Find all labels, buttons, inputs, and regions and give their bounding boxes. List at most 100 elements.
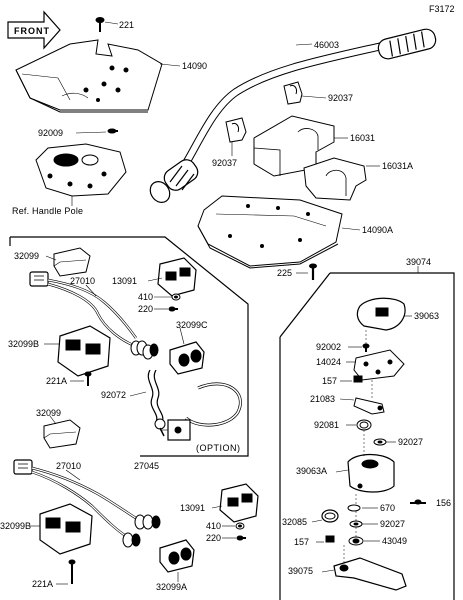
part-label-92072: 92072	[101, 390, 127, 400]
part-label-156: 156	[436, 498, 452, 508]
screw-225-icon	[296, 263, 317, 280]
part-label-32085: 32085	[282, 517, 308, 527]
bracket-16031-icon	[253, 115, 348, 177]
screw-221-icon	[95, 17, 119, 32]
part-label-13091-a: 13091	[112, 276, 138, 286]
wire-harness-27010b-icon	[13, 459, 143, 542]
spring-32085-icon	[311, 509, 339, 523]
part-label-14090a: 14090A	[362, 225, 394, 235]
grommet-32099c-icon	[169, 341, 205, 375]
washer-92027b-icon	[349, 520, 378, 528]
oring-670-icon	[347, 504, 378, 512]
ref-handle-pole-label: Ref. Handle Pole	[12, 206, 84, 216]
part-label-16031: 16031	[350, 133, 376, 143]
part-label-14024: 14024	[316, 357, 342, 367]
part-label-32099-a: 32099	[14, 251, 40, 261]
cover-14090-icon	[15, 39, 181, 113]
lever-21083-icon	[339, 397, 385, 415]
switch-13091-icon	[157, 257, 197, 297]
part-label-27010-a: 27010	[70, 276, 96, 286]
part-label-27045: 27045	[134, 461, 160, 471]
front-arrow-icon	[7, 10, 61, 50]
part-label-13091-b: 13091	[180, 503, 206, 513]
screw-221a-lower-icon	[56, 559, 76, 585]
part-label-410-a: 410	[138, 292, 154, 302]
part-label-225: 225	[277, 268, 293, 278]
part-label-670: 670	[380, 503, 396, 513]
switch-cover-32099-icon	[53, 247, 91, 277]
screw-220-icon	[168, 306, 178, 312]
part-label-221a-a: 221A	[46, 376, 68, 386]
switch-housing-32099b-lower-icon	[30, 503, 93, 555]
part-label-92002: 92002	[316, 342, 342, 352]
spring-92081-icon	[346, 419, 372, 431]
clamp-option-icon	[160, 382, 242, 441]
part-label-221: 221	[119, 20, 135, 30]
part-label-32099c: 32099C	[176, 320, 208, 330]
washer-410-icon	[171, 293, 181, 301]
part-label-92009: 92009	[38, 128, 64, 138]
assembly-guide-lines	[343, 330, 373, 564]
leader-lines-upper	[44, 255, 185, 397]
part-label-32099a: 32099A	[156, 582, 188, 592]
part-label-157-b: 157	[294, 537, 310, 547]
part-label-21083: 21083	[310, 394, 336, 404]
part-label-92027-a: 92027	[398, 437, 424, 447]
bolt-156-icon	[410, 499, 426, 505]
front-label: FRONT	[14, 26, 50, 36]
grommets-lower-icon	[122, 514, 161, 548]
option-label: (OPTION)	[196, 443, 241, 453]
throttle-lever-39063-icon	[356, 297, 412, 331]
part-label-39074: 39074	[406, 257, 432, 267]
part-label-221a-b: 221A	[32, 579, 54, 589]
throttle-kit-frame	[279, 266, 455, 600]
part-label-92037-a: 92037	[328, 93, 354, 103]
lever-39075-icon	[321, 557, 407, 591]
part-label-32099b-b: 32099B	[0, 521, 32, 531]
part-label-92081: 92081	[314, 420, 340, 430]
part-label-43049: 43049	[382, 536, 408, 546]
part-label-32099-b: 32099	[36, 408, 62, 418]
part-label-46003: 46003	[314, 40, 340, 50]
part-label-220-a: 220	[138, 304, 154, 314]
part-label-39063a: 39063A	[296, 466, 328, 476]
switch-cover-32099b-icon	[43, 415, 81, 449]
part-label-27010-b: 27010	[56, 461, 82, 471]
screw-220b-icon	[222, 535, 246, 541]
part-label-157-a: 157	[322, 376, 338, 386]
bracket-16031a-icon	[303, 157, 380, 201]
nut-157-icon	[340, 375, 363, 383]
part-label-220-b: 220	[206, 533, 222, 543]
switch-13091b-icon	[211, 483, 259, 523]
part-label-32099b-a: 32099B	[8, 339, 40, 349]
bushing-43049-icon	[348, 536, 380, 546]
handlebar-46003-icon	[149, 28, 437, 203]
part-label-92037-b: 92037	[212, 158, 238, 168]
handle-pole-plate-icon	[35, 143, 127, 206]
washer-410b-icon	[222, 522, 245, 530]
part-label-410-b: 410	[206, 521, 222, 531]
screw-92002-icon	[348, 343, 370, 352]
clamp-92037-icon	[225, 81, 327, 156]
part-label-92027-b: 92027	[380, 519, 406, 529]
part-label-39063: 39063	[414, 311, 440, 321]
lanyard-92072-icon	[147, 369, 166, 437]
screw-92009-icon	[75, 128, 118, 134]
figure-id: F3172	[429, 4, 455, 14]
washer-92027-icon	[373, 438, 396, 446]
part-label-39075: 39075	[288, 566, 314, 576]
part-label-14090: 14090	[182, 61, 208, 71]
plate-14024-icon	[346, 349, 405, 381]
grommet-32099a-icon	[159, 539, 195, 582]
grommets-icon	[130, 340, 159, 360]
throttle-case-39063a-icon	[335, 453, 395, 493]
wire-harness-27010-icon	[29, 271, 141, 350]
switch-kit-frame	[9, 236, 249, 457]
screw-221a-icon	[70, 371, 92, 386]
cover-14090a-icon	[197, 195, 361, 269]
part-label-16031a: 16031A	[382, 161, 414, 171]
switch-housing-32099b-icon	[57, 325, 111, 377]
nut-157b-icon	[316, 535, 335, 543]
